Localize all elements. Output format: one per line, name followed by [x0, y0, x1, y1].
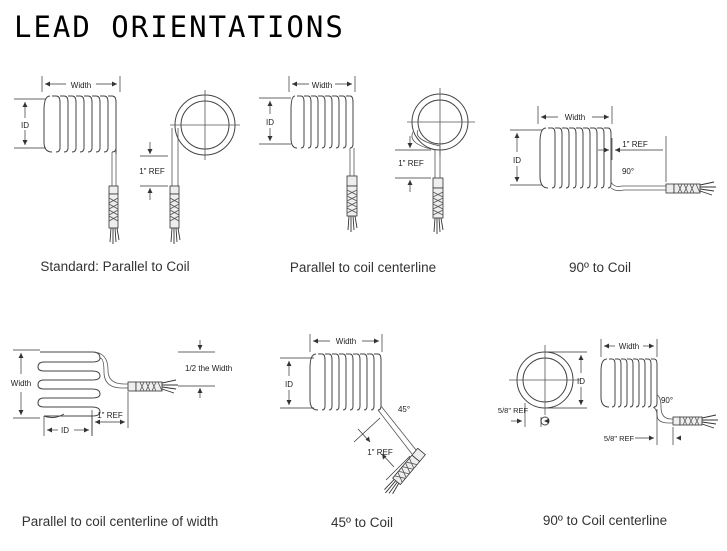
- ref-label-left: 5/8" REF: [498, 406, 529, 415]
- coil-end-view: [407, 88, 475, 234]
- angle-label: 90°: [661, 396, 673, 405]
- caption-parallel-centerline-width: Parallel to coil centerline of width: [21, 514, 219, 529]
- coil-side-view: [309, 353, 426, 494]
- diagram-90-to-coil: Width ID 1" REF 90°: [510, 106, 716, 196]
- width-label: Width: [11, 379, 31, 388]
- id-label: ID: [61, 426, 69, 435]
- id-dimension: ID: [14, 98, 46, 149]
- ref-label: 1" REF: [622, 140, 648, 149]
- page-title: LEAD ORIENTATIONS: [14, 10, 345, 44]
- caption-90-to-coil-centerline: 90º to Coil centerline: [542, 513, 668, 528]
- ref-label: 1" REF: [367, 448, 393, 457]
- width-label: Width: [565, 113, 585, 122]
- diagram-standard-parallel: Width ID: [14, 76, 240, 244]
- half-width-dimension: 1/2 the Width: [178, 340, 232, 398]
- coil-top-view: [37, 351, 178, 419]
- ref-dimension: 1" REF 90°: [598, 136, 667, 182]
- caption-parallel-centerline: Parallel to coil centerline: [289, 260, 437, 275]
- ref-label: 1" REF: [97, 411, 123, 420]
- id-dimension: ID: [280, 357, 314, 409]
- id-label: ID: [285, 380, 293, 389]
- ref-dimension-left: 5/8" REF: [498, 403, 549, 427]
- width-label: Width: [336, 337, 356, 346]
- ref-label: 1" REF: [139, 167, 165, 176]
- caption-90-to-coil: 90º to Coil: [569, 260, 631, 275]
- diagram-90-to-coil-centerline: ID 5/8" REF Width: [498, 339, 718, 445]
- ref-dimension: 1" REF: [139, 142, 168, 200]
- coil-side-view: [290, 95, 358, 232]
- id-dimension: ID: [510, 129, 542, 186]
- coil-side-view: [43, 95, 117, 186]
- angle-label: 45°: [398, 405, 410, 414]
- width-dimension: Width: [288, 76, 356, 92]
- half-width-label: 1/2 the Width: [185, 364, 232, 373]
- width-dimension: Width: [11, 349, 40, 419]
- ref-label-right: 5/8" REF: [604, 434, 635, 443]
- id-label: ID: [21, 121, 29, 130]
- end-id-dimension: ID: [547, 351, 587, 409]
- coil-side-view: [539, 127, 716, 196]
- ref-dimension-right: 5/8" REF 90°: [604, 396, 681, 445]
- ref-dimension: 1" REF: [395, 136, 431, 192]
- coil-end-view: [509, 345, 581, 426]
- coil-side-view: [600, 358, 718, 429]
- diagram-parallel-centerline-width: Width 1/2 the Width ID 1" REF: [11, 340, 232, 436]
- width-label: Width: [312, 81, 332, 90]
- ref-label: 1" REF: [398, 159, 424, 168]
- ref-dimension: 1" REF 45°: [353, 405, 411, 481]
- ref-dimension: 1" REF: [91, 392, 129, 436]
- coil-end-view: [169, 90, 240, 244]
- lead-braid: [108, 185, 120, 244]
- width-dimension: Width: [41, 76, 121, 92]
- diagram-45-to-coil: Width ID: [280, 334, 426, 494]
- caption-45-to-coil: 45º to Coil: [331, 515, 393, 530]
- id-label: ID: [577, 377, 585, 386]
- width-label: Width: [71, 81, 91, 90]
- width-label: Width: [619, 342, 639, 351]
- width-dimension: Width: [537, 106, 613, 124]
- id-label: ID: [513, 156, 521, 165]
- id-dimension: ID: [259, 97, 291, 145]
- caption-standard: Standard: Parallel to Coil: [40, 259, 190, 274]
- diagram-parallel-centerline: Width ID: [259, 76, 475, 234]
- id-dimension: ID: [43, 416, 93, 436]
- angle-label: 90°: [622, 167, 634, 176]
- width-dimension: Width: [309, 334, 383, 352]
- width-dimension: Width: [600, 339, 658, 357]
- id-label: ID: [266, 118, 274, 127]
